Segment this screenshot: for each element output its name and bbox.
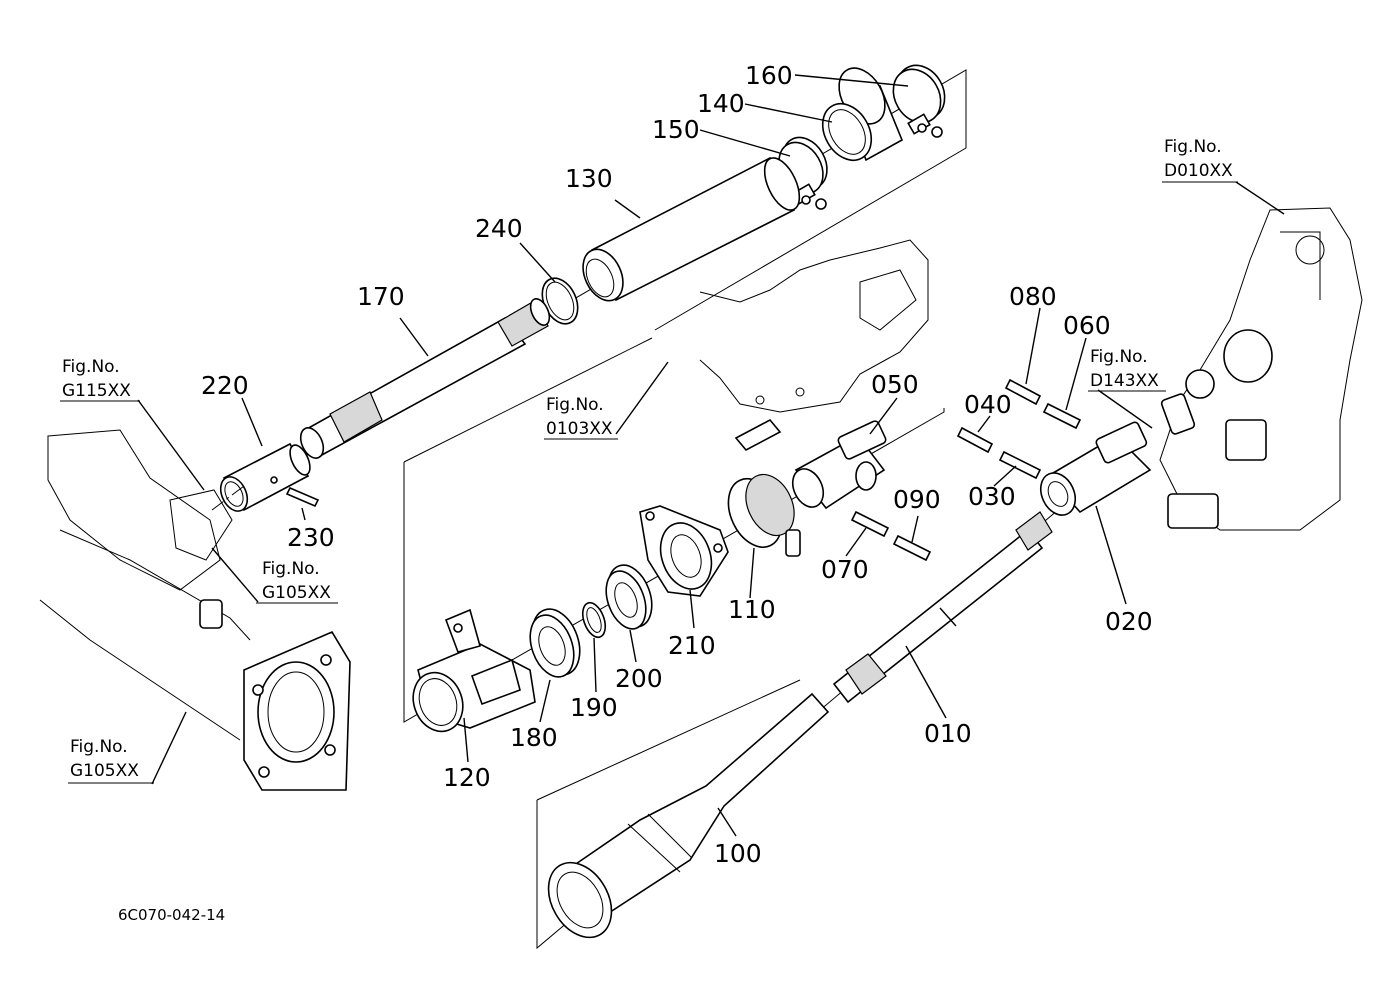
bracket-120 [412, 608, 536, 733]
callout-050: 050 [871, 370, 919, 399]
svg-text:G105XX: G105XX [70, 761, 139, 781]
universal-joint-020 [1039, 421, 1152, 516]
figure-ref-leaders [137, 181, 1285, 785]
svg-text:Fig.No.: Fig.No. [62, 357, 120, 377]
central-frame [699, 239, 929, 452]
bearing-180 [529, 608, 581, 678]
callout-030: 030 [968, 482, 1016, 511]
callout-240: 240 [475, 214, 523, 243]
pin-030 [998, 450, 1042, 480]
fig-ref-d010xx: Fig.No. D010XX [1162, 137, 1238, 183]
fig-ref-d143xx: Fig.No. D143XX [1088, 347, 1166, 392]
callout-120: 120 [443, 763, 491, 792]
pin-080 [1004, 378, 1042, 406]
pin-060 [1042, 402, 1082, 430]
callout-180: 180 [510, 723, 558, 752]
callout-020: 020 [1105, 607, 1153, 636]
drawing-code: 6C070-042-14 [118, 906, 225, 924]
snap-ring-190 [581, 601, 607, 639]
fig-ref-g105xx-lower: Fig.No. G105XX [68, 737, 154, 784]
callout-100: 100 [714, 839, 762, 868]
callout-170: 170 [357, 282, 405, 311]
callout-150: 150 [652, 115, 700, 144]
callout-070: 070 [821, 555, 869, 584]
svg-text:Fig.No.: Fig.No. [262, 559, 320, 579]
right-housing [1159, 207, 1363, 531]
callout-090: 090 [893, 485, 941, 514]
svg-text:Fig.No.: Fig.No. [70, 737, 128, 757]
tube-130 [582, 156, 801, 302]
callout-040: 040 [964, 390, 1012, 419]
callouts: 160 140 150 130 240 170 220 230 050 080 … [201, 61, 1153, 868]
pin-090 [892, 534, 932, 562]
callout-210: 210 [668, 631, 716, 660]
figure-refs: Fig.No. G115XX Fig.No. G105XX Fig.No. G1… [60, 137, 1238, 784]
universal-joint-050 [791, 420, 887, 510]
shaft-170 [299, 298, 551, 459]
fig-ref-0103xx: Fig.No. 0103XX [544, 395, 618, 440]
svg-text:G105XX: G105XX [262, 583, 331, 603]
callout-060: 060 [1063, 311, 1111, 340]
shaft-010 [832, 511, 1053, 704]
column-100 [547, 692, 830, 939]
flange-housing-210 [639, 505, 729, 597]
callout-160: 160 [745, 61, 793, 90]
callout-230: 230 [287, 523, 335, 552]
svg-text:Fig.No.: Fig.No. [1090, 347, 1148, 367]
pin-070 [850, 510, 890, 538]
callout-010: 010 [924, 719, 972, 748]
svg-text:G115XX: G115XX [62, 381, 131, 401]
callout-190: 190 [570, 693, 618, 722]
bearing-200 [605, 564, 653, 630]
svg-text:D143XX: D143XX [1090, 371, 1159, 391]
callout-130: 130 [565, 164, 613, 193]
svg-text:Fig.No.: Fig.No. [546, 395, 604, 415]
callout-200: 200 [615, 664, 663, 693]
svg-text:Fig.No.: Fig.No. [1164, 137, 1222, 157]
clamp-160 [892, 64, 946, 138]
pin-040 [956, 426, 994, 454]
leader-lines [241, 74, 1127, 837]
hose-140 [821, 67, 904, 162]
callout-140: 140 [697, 89, 745, 118]
callout-080: 080 [1009, 282, 1057, 311]
sleeve-220 [219, 442, 311, 512]
pin-230 [285, 486, 320, 508]
fig-ref-g115xx: Fig.No. G115XX [60, 357, 140, 402]
boot-110 [727, 473, 801, 557]
svg-text:D010XX: D010XX [1164, 161, 1233, 181]
left-housing [39, 429, 351, 791]
callout-220: 220 [201, 371, 249, 400]
svg-text:0103XX: 0103XX [546, 419, 613, 439]
callout-110: 110 [728, 595, 776, 624]
fig-ref-g105xx-upper: Fig.No. G105XX [256, 559, 338, 604]
